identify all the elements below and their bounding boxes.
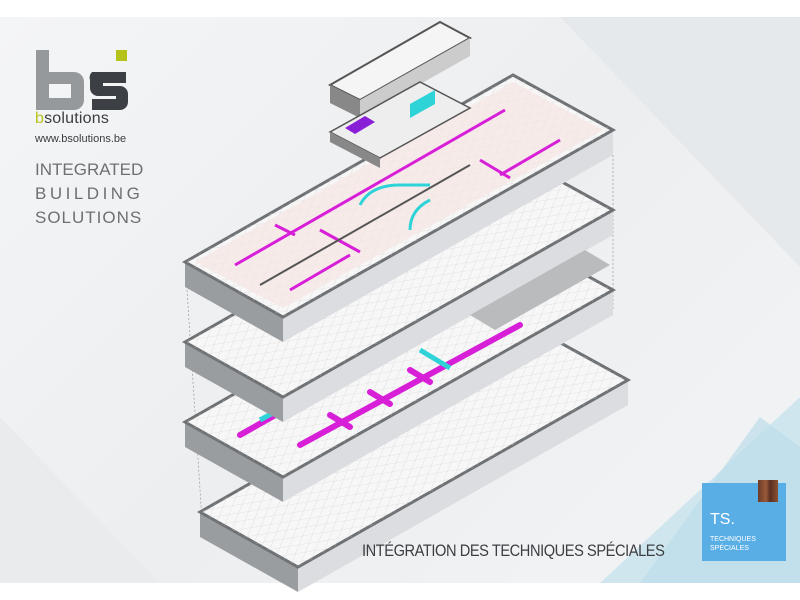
brand-rest: solutions — [44, 110, 110, 127]
brand-prefix: b — [35, 110, 45, 127]
roof-pipes — [358, 183, 431, 231]
bs-logo-mark — [36, 50, 128, 110]
tagline-line-2: BUILDING — [35, 184, 144, 203]
bsolutions-logo — [36, 50, 136, 112]
tagline-line-1: INTEGRATED — [35, 160, 144, 179]
brand-name: bsolutions — [35, 110, 109, 128]
floor-first — [183, 153, 615, 424]
floor-roof — [183, 73, 615, 344]
badge-title: TS. — [710, 511, 735, 528]
rooftop-technical-room — [327, 20, 473, 168]
tagline-line-3: SOLUTIONS — [35, 208, 143, 227]
website-url: www.bsolutions.be — [35, 133, 127, 145]
badge-line-2: SPÉCIALES — [710, 545, 749, 552]
caption-title: INTÉGRATION DES TECHNIQUES SPÉCIALES — [362, 541, 665, 560]
roof-ducts — [234, 108, 561, 292]
building-photo-thumbnail — [758, 480, 778, 502]
badge-subtitle: TECHNIQUES SPÉCIALES — [710, 535, 756, 553]
tagline: INTEGRATED BUILDING SOLUTIONS — [35, 158, 143, 230]
badge-line-1: TECHNIQUES — [710, 536, 756, 543]
